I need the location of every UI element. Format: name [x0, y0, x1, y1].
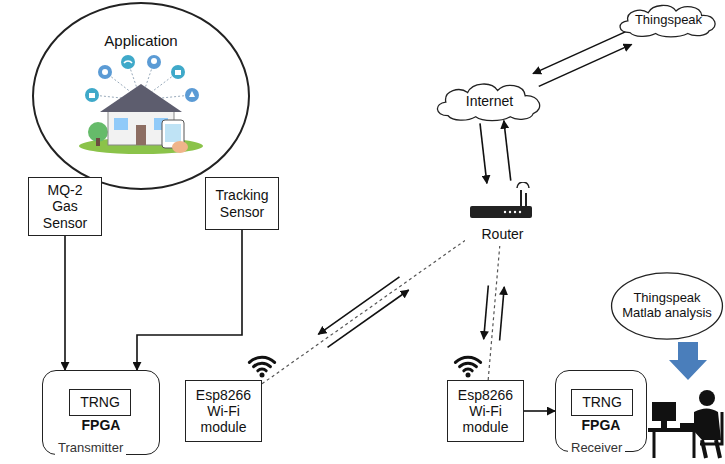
arrow-line: [504, 121, 511, 181]
dashed-link: [488, 246, 500, 380]
board-title: FPGA: [43, 417, 159, 435]
wifi-symbol: [455, 357, 480, 377]
internet-cloud: Internet: [432, 80, 547, 122]
trng-box: TRNG: [69, 389, 131, 416]
box-label: Tracking Sensor: [212, 187, 272, 219]
router-label: Router: [465, 226, 540, 242]
box-label: TRNG: [582, 394, 622, 410]
arrow-line: [64, 236, 66, 370]
shape-label: Thingspeak: [635, 13, 702, 28]
connector: [480, 121, 511, 184]
connector: [137, 230, 242, 370]
trng-box: TRNG: [571, 389, 633, 416]
arrow-line: [533, 32, 626, 74]
arrow-line: [484, 286, 489, 340]
box-label: Esp8266 Wi-Fi module: [454, 387, 517, 435]
sensor-box: Tracking Sensor: [205, 177, 279, 230]
arrow-line: [524, 410, 555, 412]
connector: [533, 32, 632, 87]
blue-arrow: [669, 342, 707, 380]
person-at-computer: [648, 390, 722, 458]
sensor-box: MQ-2 Gas Sensor: [28, 177, 102, 236]
box-label: MQ-2 Gas Sensor: [35, 182, 95, 230]
application-circle: Application: [32, 2, 250, 190]
arrow-line: [480, 123, 487, 183]
router-icon: Router: [465, 182, 540, 246]
arrow-line: [500, 287, 505, 341]
analysis-ellipse: Thingspeak Matlab analysis: [611, 272, 723, 340]
fpga-board: FPGA Transmitter TRNG: [42, 370, 160, 455]
dashed-link: [262, 240, 465, 383]
router-symbol: [465, 182, 540, 222]
board-title: FPGA: [556, 417, 646, 435]
board-caption: Receiver: [568, 441, 625, 456]
smart-home-illustration: [79, 55, 203, 154]
wifi-module-box: Esp8266 Wi-Fi module: [185, 380, 262, 442]
wifi-module-box: Esp8266 Wi-Fi module: [447, 380, 524, 442]
circle-heading: Application: [34, 32, 248, 49]
board-caption: Transmitter: [55, 441, 126, 456]
cloud-service: Thingspeak: [615, 2, 722, 38]
connector: [262, 240, 465, 383]
shape-label: Internet: [466, 93, 513, 109]
fpga-board: FPGAReceiverTRNG: [555, 370, 647, 452]
box-label: TRNG: [80, 394, 120, 410]
wifi-symbol: [249, 357, 274, 377]
connector: [65, 236, 66, 370]
connector: [484, 246, 505, 380]
arrow-line: [137, 230, 242, 370]
arrow-line: [318, 277, 399, 334]
shape-label: Thingspeak Matlab analysis: [619, 291, 715, 321]
connector: [524, 411, 555, 412]
box-label: Esp8266 Wi-Fi module: [192, 387, 255, 435]
